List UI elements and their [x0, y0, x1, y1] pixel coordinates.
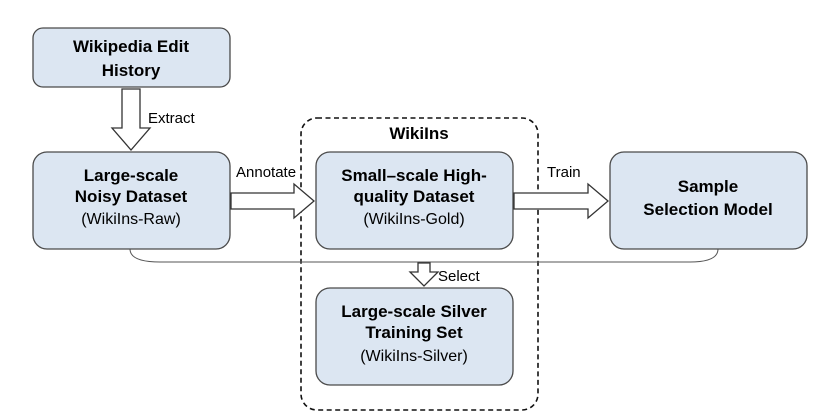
select-arrow	[408, 262, 440, 287]
node-edit-history: Wikipedia Edit History	[32, 27, 231, 88]
annotate-arrow	[230, 182, 316, 220]
gold-dataset-sub: (WikiIns-Gold)	[363, 211, 464, 228]
selection-model-box	[609, 151, 808, 250]
wikiins-group-border	[300, 117, 539, 411]
extract-label: Extract	[148, 110, 196, 127]
selection-model-line1: Sample	[678, 177, 738, 196]
node-gold-dataset: Small–scale High- quality Dataset (WikiI…	[315, 151, 514, 250]
selection-model-line2: Selection Model	[643, 200, 772, 219]
gold-dataset-box	[315, 151, 514, 250]
noisy-dataset-line1: Large-scale	[84, 166, 179, 185]
gold-dataset-line1: Small–scale High-	[341, 166, 487, 185]
noisy-dataset-sub: (WikiIns-Raw)	[81, 211, 181, 228]
train-arrow	[513, 182, 610, 220]
silver-dataset-line2: Training Set	[365, 323, 463, 342]
select-connector-curve	[129, 248, 719, 263]
train-label: Train	[547, 164, 581, 181]
node-selection-model: Sample Selection Model	[609, 151, 808, 250]
annotate-label: Annotate	[236, 164, 296, 181]
silver-dataset-sub: (WikiIns-Silver)	[360, 348, 468, 365]
node-silver-dataset: Large-scale Silver Training Set (WikiIns…	[315, 287, 514, 386]
noisy-dataset-line2: Noisy Dataset	[75, 187, 188, 206]
silver-dataset-line1: Large-scale Silver	[341, 302, 487, 321]
select-label: Select	[438, 268, 481, 285]
edit-history-box	[32, 27, 231, 88]
node-noisy-dataset: Large-scale Noisy Dataset (WikiIns-Raw)	[32, 151, 231, 250]
gold-dataset-line2: quality Dataset	[354, 187, 475, 206]
edit-history-line1: Wikipedia Edit	[73, 37, 189, 56]
extract-arrow	[110, 88, 152, 151]
wikiins-group-label: WikiIns	[389, 124, 448, 143]
noisy-dataset-box	[32, 151, 231, 250]
edit-history-line2: History	[102, 61, 161, 80]
silver-dataset-box	[315, 287, 514, 386]
